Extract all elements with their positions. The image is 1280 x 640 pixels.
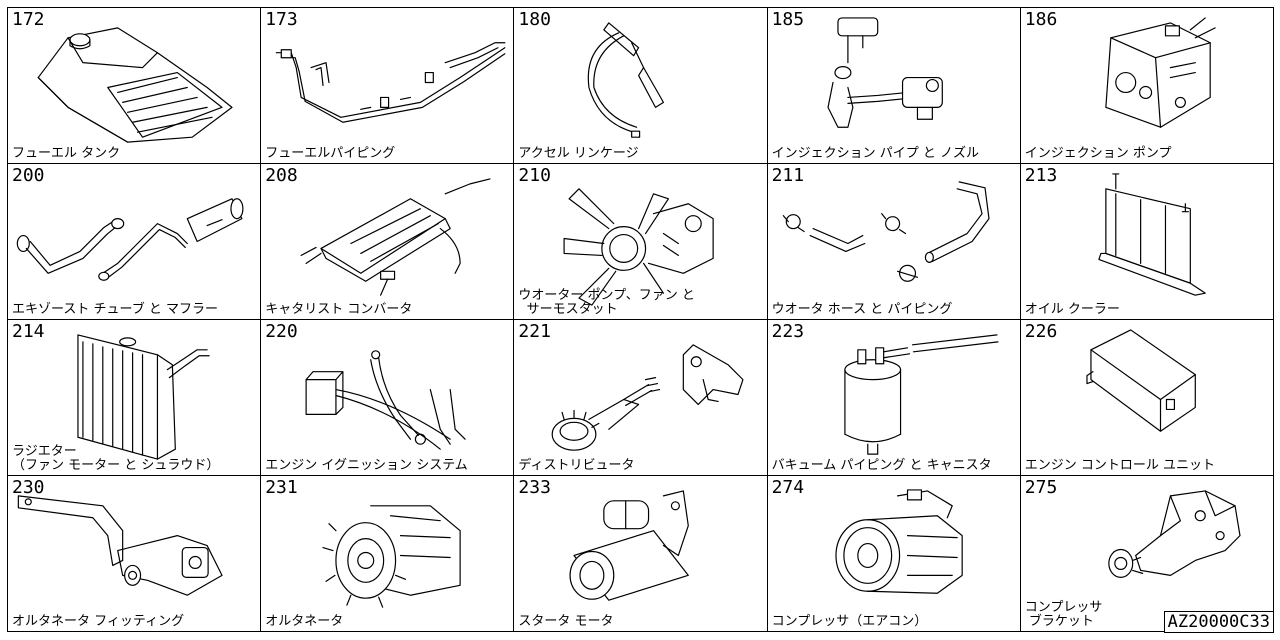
part-number: 275: [1024, 477, 1058, 498]
catalog-cell-208[interactable]: 208 キャタリスト コンバータ: [261, 164, 515, 320]
catalog-cell-274[interactable]: 274 コンプレッサ（エアコン）: [767, 476, 1021, 632]
part-number: 231: [265, 477, 298, 498]
ignition-system-icon: [305, 350, 466, 450]
catalog-cell-211[interactable]: 211 ウオータ ホース と パイピング: [767, 164, 1021, 320]
part-label: フューエル タンク: [12, 146, 121, 161]
part-number: 226: [1024, 321, 1058, 342]
catalog-cell-173[interactable]: 173 フューエルパイピング: [261, 8, 515, 164]
part-number: 220: [265, 321, 298, 342]
catalog-cell-214[interactable]: 214 ラジエター （ファン モーター と シュラウド）: [8, 320, 262, 476]
injection-pipe-nozzle-icon: [827, 17, 943, 128]
part-label: スタータ モータ: [518, 614, 614, 629]
catalog-cell-172[interactable]: 172 フューエル タンク: [8, 8, 262, 164]
catalog-cell-231[interactable]: 231 オルタネータ: [261, 476, 515, 632]
part-number: 173: [265, 9, 298, 30]
catalog-cell-200[interactable]: 200 エキゾースト チューブ と マフラー: [8, 164, 262, 320]
part-number: 213: [1024, 165, 1058, 186]
part-number: 233: [518, 477, 551, 498]
fuel-piping-icon: [275, 42, 506, 123]
catalog-cell-186[interactable]: 186 インジェクション ポンプ: [1020, 8, 1274, 164]
part-label: オルタネータ: [265, 614, 344, 629]
part-label: フューエルパイピング: [265, 146, 396, 161]
part-number: 211: [771, 165, 805, 186]
part-number: 223: [771, 321, 805, 342]
engine-control-unit-icon: [1086, 329, 1196, 432]
radiator-icon: [77, 334, 210, 460]
catalog-cell-180[interactable]: 180 アクセル リンケージ: [514, 8, 768, 164]
vacuum-canister-icon: [843, 334, 999, 455]
part-label: ラジエター （ファン モーター と シュラウド）: [12, 444, 220, 473]
water-pump-fan-icon: [563, 188, 715, 306]
part-label: バキューム パイピング と キャニスタ: [771, 458, 992, 473]
exhaust-muffler-icon: [16, 198, 244, 281]
catalog-cell-185[interactable]: 185 インジェクション パイプ と ノズル: [767, 8, 1021, 164]
injection-pump-icon: [1105, 17, 1216, 128]
part-label: インジェクション ポンプ: [1024, 146, 1172, 161]
accelerator-linkage-icon: [588, 22, 665, 138]
part-label: ウオーター ポンプ、ファン と サーモスタット: [518, 288, 695, 317]
starter-motor-icon: [569, 490, 690, 601]
part-label: オルタネータ フィッティング: [12, 614, 185, 629]
part-number: 185: [771, 9, 805, 30]
part-label: キャタリスト コンバータ: [265, 302, 413, 317]
part-number: 230: [12, 477, 45, 498]
part-number: 221: [518, 321, 551, 342]
part-label: ディストリビュータ: [518, 458, 635, 473]
part-label: ウオータ ホース と パイピング: [771, 302, 953, 317]
part-label: エンジン イグニッション システム: [265, 458, 468, 473]
catalog-cell-210[interactable]: 210 ウオーター ポンプ、ファン と サーモスタット: [514, 164, 768, 320]
part-number: 180: [518, 9, 551, 30]
alternator-icon: [322, 505, 461, 608]
part-label: コンプレッサ（エアコン）: [771, 614, 928, 629]
fuel-tank-icon: [37, 27, 233, 143]
part-label: エキゾースト チューブ と マフラー: [12, 302, 218, 317]
catalog-cell-233[interactable]: 233 スタータ モータ: [514, 476, 768, 632]
ac-compressor-icon: [834, 489, 963, 594]
catalog-cell-275[interactable]: 275 コンプレッサ ブラケット: [1020, 476, 1274, 632]
distributor-icon: [551, 344, 744, 451]
alternator-bracket-icon: [17, 495, 223, 596]
figure-code: AZ20000C33: [1163, 611, 1274, 633]
catalog-cell-221[interactable]: 221 ディストリビュータ: [514, 320, 768, 476]
part-number: 172: [12, 9, 45, 30]
catalyst-converter-icon: [300, 178, 491, 296]
part-label: インジェクション パイプ と ノズル: [771, 146, 979, 161]
catalog-cell-230[interactable]: 230 オルタネータ フィッティング: [8, 476, 262, 632]
part-label: オイル クーラー: [1024, 302, 1120, 317]
compressor-bracket-icon: [1108, 490, 1241, 578]
part-label: コンプレッサ ブラケット: [1024, 600, 1103, 629]
catalog-cell-223[interactable]: 223 バキューム パイピング と キャニスタ: [767, 320, 1021, 476]
part-label: アクセル リンケージ: [518, 146, 639, 161]
part-number: 186: [1024, 9, 1058, 30]
water-hose-icon: [782, 181, 990, 282]
catalog-cell-226[interactable]: 226 エンジン コントロール ユニット: [1020, 320, 1274, 476]
part-number: 210: [518, 165, 551, 186]
catalog-cell-213[interactable]: 213 オイル クーラー: [1020, 164, 1274, 320]
part-label: エンジン コントロール ユニット: [1024, 458, 1216, 473]
catalog-cell-220[interactable]: 220 エンジン イグニッション システム: [261, 320, 515, 476]
oil-cooler-icon: [1098, 173, 1206, 296]
part-number: 200: [12, 165, 45, 186]
part-number: 214: [12, 321, 45, 342]
parts-catalog-grid: 172 フューエル タンク 173 フューエルパイピング 180: [7, 7, 1274, 632]
part-number: 274: [771, 477, 805, 498]
part-number: 208: [265, 165, 298, 186]
